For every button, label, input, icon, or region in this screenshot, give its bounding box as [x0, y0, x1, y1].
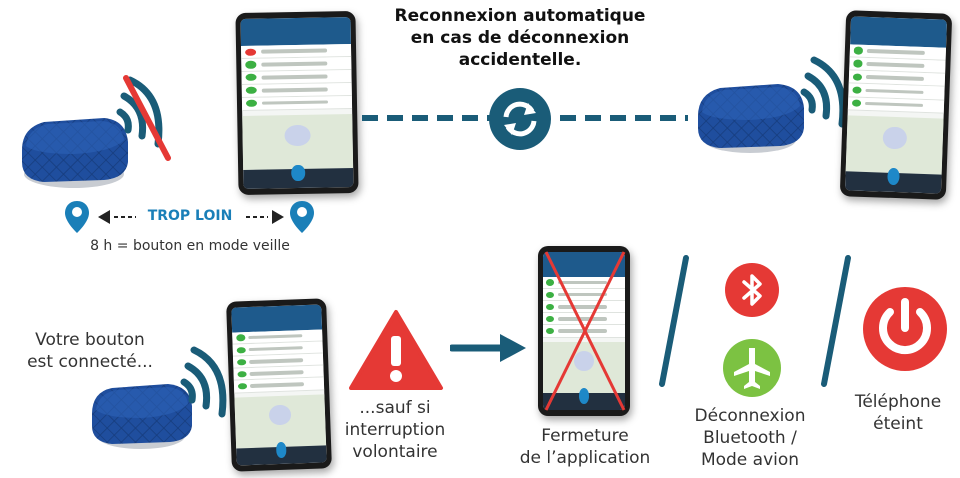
power-icon: [863, 287, 947, 371]
sleep-mode-text: 8 h = bouton en mode veille: [90, 238, 290, 254]
location-pin-icon: [65, 201, 89, 233]
phone-bottom-left: [226, 298, 332, 472]
bt-text-line2: Bluetooth /: [703, 428, 797, 448]
app-screen: [844, 16, 948, 194]
phone-off-text-line1: Téléphone: [854, 392, 942, 412]
separator-slash: [821, 255, 851, 387]
phone-top-right: [839, 10, 953, 200]
too-far-label: TROP LOIN: [147, 208, 233, 224]
airplane-icon: [723, 339, 781, 397]
connected-text-line2: est connecté...: [27, 352, 153, 372]
app-screen: [231, 304, 327, 466]
reconnect-text-line3: accidentelle.: [458, 50, 582, 70]
bt-text-line1: Déconnexion: [694, 406, 806, 426]
connected-device-bottom: [92, 384, 192, 449]
except-text-line2: interruption: [344, 420, 446, 440]
location-pin-icon: [290, 201, 314, 233]
signal-waves-icon: [116, 75, 171, 161]
app-screen: [240, 17, 354, 189]
phone-top-left: [235, 10, 359, 196]
reconnect-text-line1: Reconnexion automatique: [394, 6, 646, 26]
connected-text-line1: Votre bouton: [35, 330, 145, 350]
reconnect-text-line2: en cas de déconnexion: [410, 28, 630, 48]
close-icon: [544, 251, 626, 411]
connected-device-top-left: [22, 118, 128, 188]
separator-slash: [659, 255, 689, 387]
connected-device-top-right: [698, 84, 804, 153]
signal-waves-icon: [180, 346, 227, 418]
warning-icon: [349, 310, 443, 390]
closing-text-line2: de l’application: [519, 448, 651, 468]
reconnect-dashed-line: [362, 115, 688, 121]
except-text-line1: ...sauf si: [359, 398, 431, 418]
sync-icon: [489, 88, 551, 150]
bluetooth-icon: [725, 263, 779, 317]
bt-text-line3: Mode avion: [700, 450, 800, 470]
phone-off-text-line2: éteint: [873, 414, 923, 434]
distance-arrow: [98, 210, 284, 224]
except-text-line3: volontaire: [352, 442, 438, 462]
arrow-right-icon: [450, 334, 526, 362]
closing-text-line1: Fermeture: [541, 426, 629, 446]
